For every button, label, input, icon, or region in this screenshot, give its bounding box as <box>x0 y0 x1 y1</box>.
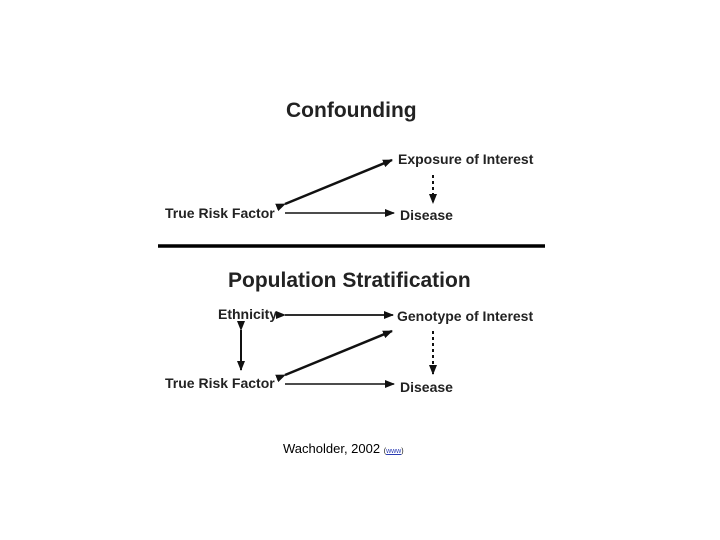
ethnicity-label: Ethnicity <box>218 306 278 322</box>
citation-close-paren: ) <box>401 448 404 455</box>
citation-open-paren: ( <box>383 448 387 455</box>
citation-text: Wacholder, 2002 <box>283 441 381 456</box>
genotype-of-interest-label: Genotype of Interest <box>397 308 534 324</box>
citation-link[interactable]: www <box>386 448 402 455</box>
citation-link-wrapper: (www) <box>384 448 404 455</box>
risk-exposure-link-top <box>275 158 393 212</box>
disease-label-top: Disease <box>400 207 453 223</box>
disease-label-bottom: Disease <box>400 379 453 395</box>
confounding-title: Confounding <box>286 99 417 122</box>
true-risk-factor-label-bottom: True Risk Factor <box>165 375 275 391</box>
exposure-of-interest-label: Exposure of Interest <box>398 151 534 167</box>
true-risk-factor-label-top: True Risk Factor <box>165 205 275 221</box>
risk-genotype-link <box>275 329 393 383</box>
citation: Wacholder, 2002 (www) <box>283 441 404 456</box>
population-stratification-title: Population Stratification <box>228 269 471 292</box>
